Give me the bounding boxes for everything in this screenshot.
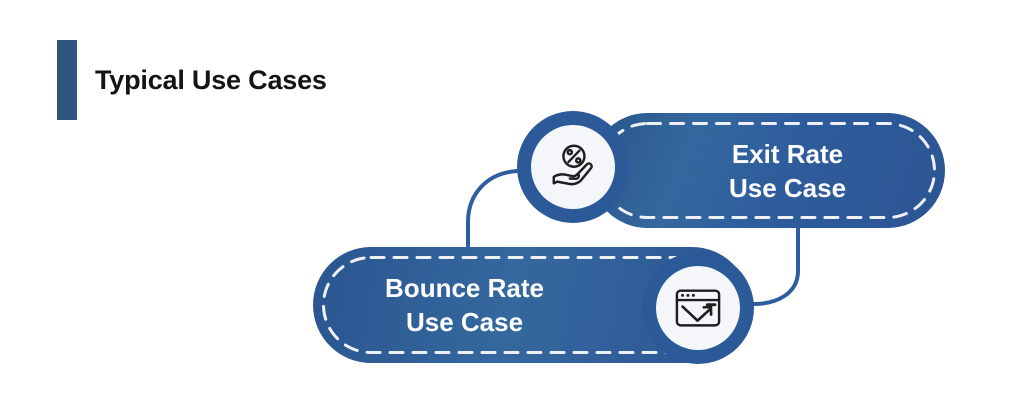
page-title: Typical Use Cases (95, 64, 327, 95)
exit-rate-icon-badge (517, 111, 629, 223)
exit-rate-label-line2: Use Case (728, 172, 847, 203)
exit-rate-label-line1: Exit Rate (731, 138, 844, 169)
connector-right (752, 226, 800, 306)
browser-bounce-arrow-icon (675, 289, 721, 327)
bounce-rate-icon-circle (656, 266, 740, 350)
header: Typical Use Cases (57, 40, 327, 120)
bounce-rate-label-line1: Bounce Rate (385, 273, 544, 303)
node-exit-rate: Exit Rate Use Case (590, 113, 945, 228)
exit-rate-label: Exit Rate Use Case (590, 113, 945, 228)
bounce-rate-icon-badge (642, 252, 754, 364)
percent-hand-icon (552, 144, 593, 186)
connector-left (466, 169, 519, 251)
title-accent-bar (57, 40, 77, 120)
bounce-rate-label: Bounce Rate Use Case (313, 247, 750, 363)
bounce-rate-label-line2: Use Case (405, 307, 524, 337)
exit-rate-icon-circle (531, 125, 615, 209)
